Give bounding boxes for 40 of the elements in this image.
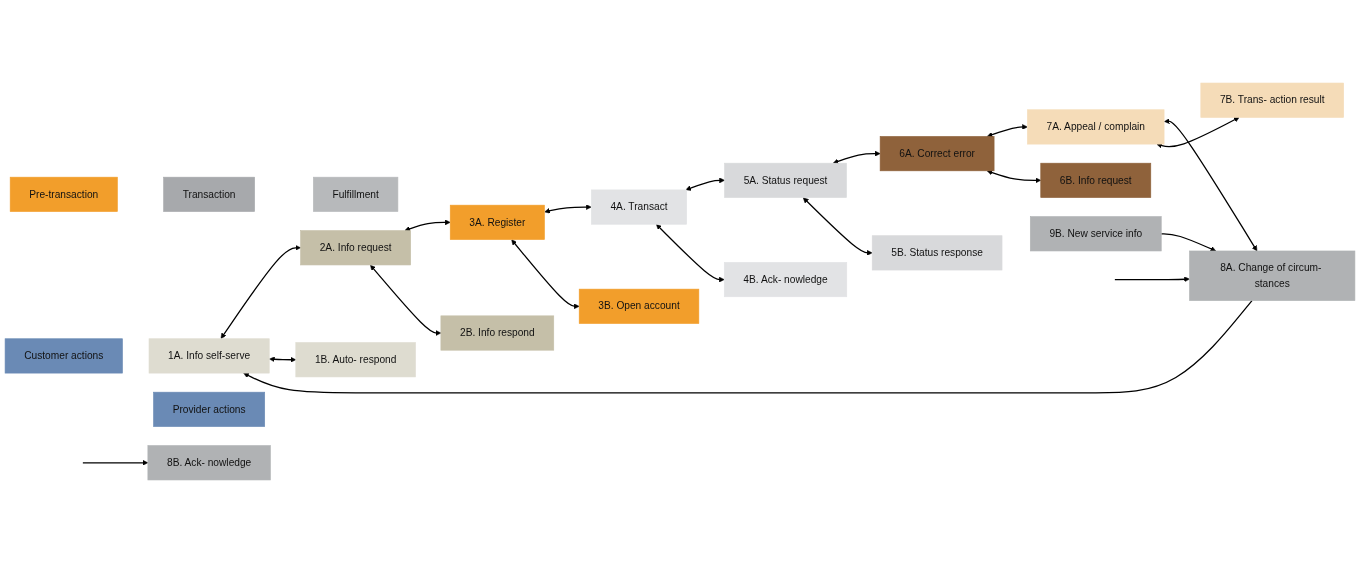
arrow xyxy=(656,224,725,283)
arrow xyxy=(802,197,873,256)
arrow xyxy=(987,124,1028,138)
arrow xyxy=(511,239,580,310)
node-box: 8B. Ack- nowledge xyxy=(147,445,271,481)
arrow xyxy=(1156,117,1240,149)
node-box: 1A. Info self-serve xyxy=(148,338,270,374)
node-box: 6A. Correct error xyxy=(879,136,995,172)
node-box: Transaction xyxy=(163,176,255,212)
node-box: Customer actions xyxy=(4,338,123,374)
arrow xyxy=(220,245,301,339)
arrow xyxy=(1160,233,1217,252)
arrow xyxy=(1114,276,1190,283)
node-box: 5A. Status request xyxy=(724,162,847,198)
arrow xyxy=(685,177,725,191)
node-box: 1B. Auto- respond xyxy=(295,342,416,378)
arrow xyxy=(1164,118,1258,252)
arrow xyxy=(243,299,1253,394)
node-box: 7B. Trans- action result xyxy=(1200,82,1344,118)
node-box: 8A. Change of circum- stances xyxy=(1189,250,1356,301)
arrow xyxy=(833,150,881,164)
node-box: 4B. Ack- nowledge xyxy=(723,262,848,298)
arrow xyxy=(404,219,451,232)
node-box: 6B. Info request xyxy=(1040,162,1152,198)
arrow xyxy=(269,356,297,363)
arrow xyxy=(544,204,592,214)
arrow xyxy=(370,264,442,336)
arrow xyxy=(987,169,1041,184)
node-box: Provider actions xyxy=(153,391,265,427)
node-box: 2B. Info respond xyxy=(440,315,555,351)
node-box: Pre-transaction xyxy=(9,176,118,212)
arrow xyxy=(82,460,149,466)
node-box: 5B. Status response xyxy=(871,235,1003,271)
node-box: Fulfillment xyxy=(313,176,399,212)
node-box: 3A. Register xyxy=(449,204,545,240)
node-box: 3B. Open account xyxy=(578,288,700,324)
node-box: 7A. Appeal / complain xyxy=(1027,109,1165,145)
node-box: 9B. New service info xyxy=(1030,216,1162,252)
node-box: 2A. Info request xyxy=(300,230,411,266)
node-box: 4A. Transact xyxy=(591,189,687,225)
